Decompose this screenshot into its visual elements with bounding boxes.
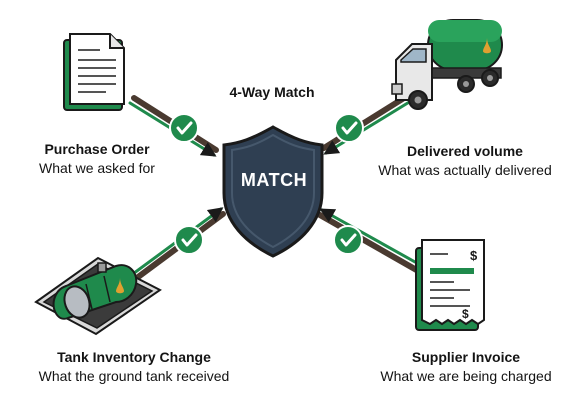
node-supplier-invoice: Supplier Invoice What we are being charg… [356,348,576,386]
dollar-symbol: $ [470,248,478,263]
node-purchase-order: Purchase Order What we asked for [22,140,172,178]
arrow-supplier-invoice [317,208,426,275]
diagram-title: 4-Way Match [229,84,315,100]
shield-icon [222,125,324,258]
node-title: Tank Inventory Change [57,349,211,365]
node-tank-inventory: Tank Inventory Change What the ground ta… [14,348,254,386]
invoice-icon: $ $ [415,239,485,331]
node-title: Delivered volume [407,143,523,159]
node-subtitle: What the ground tank received [38,368,230,384]
check-icon [334,113,364,143]
node-subtitle: What we asked for [39,160,155,176]
check-icon [174,225,204,255]
document-icon [63,33,125,111]
node-title: Supplier Invoice [411,349,521,365]
tanker-truck-icon [391,19,503,110]
check-icon [333,225,363,255]
arrow-tank-inventory [124,207,226,286]
node-title: Purchase Order [44,141,150,157]
node-delivered-volume: Delivered volume What was actually deliv… [360,142,570,180]
node-subtitle: What was actually delivered [378,162,552,178]
match-label: MATCH [240,170,308,190]
check-icon [169,113,199,143]
ground-tank-icon [34,256,162,336]
node-subtitle: What we are being charged [380,368,552,384]
dollar-symbol: $ [462,307,469,321]
